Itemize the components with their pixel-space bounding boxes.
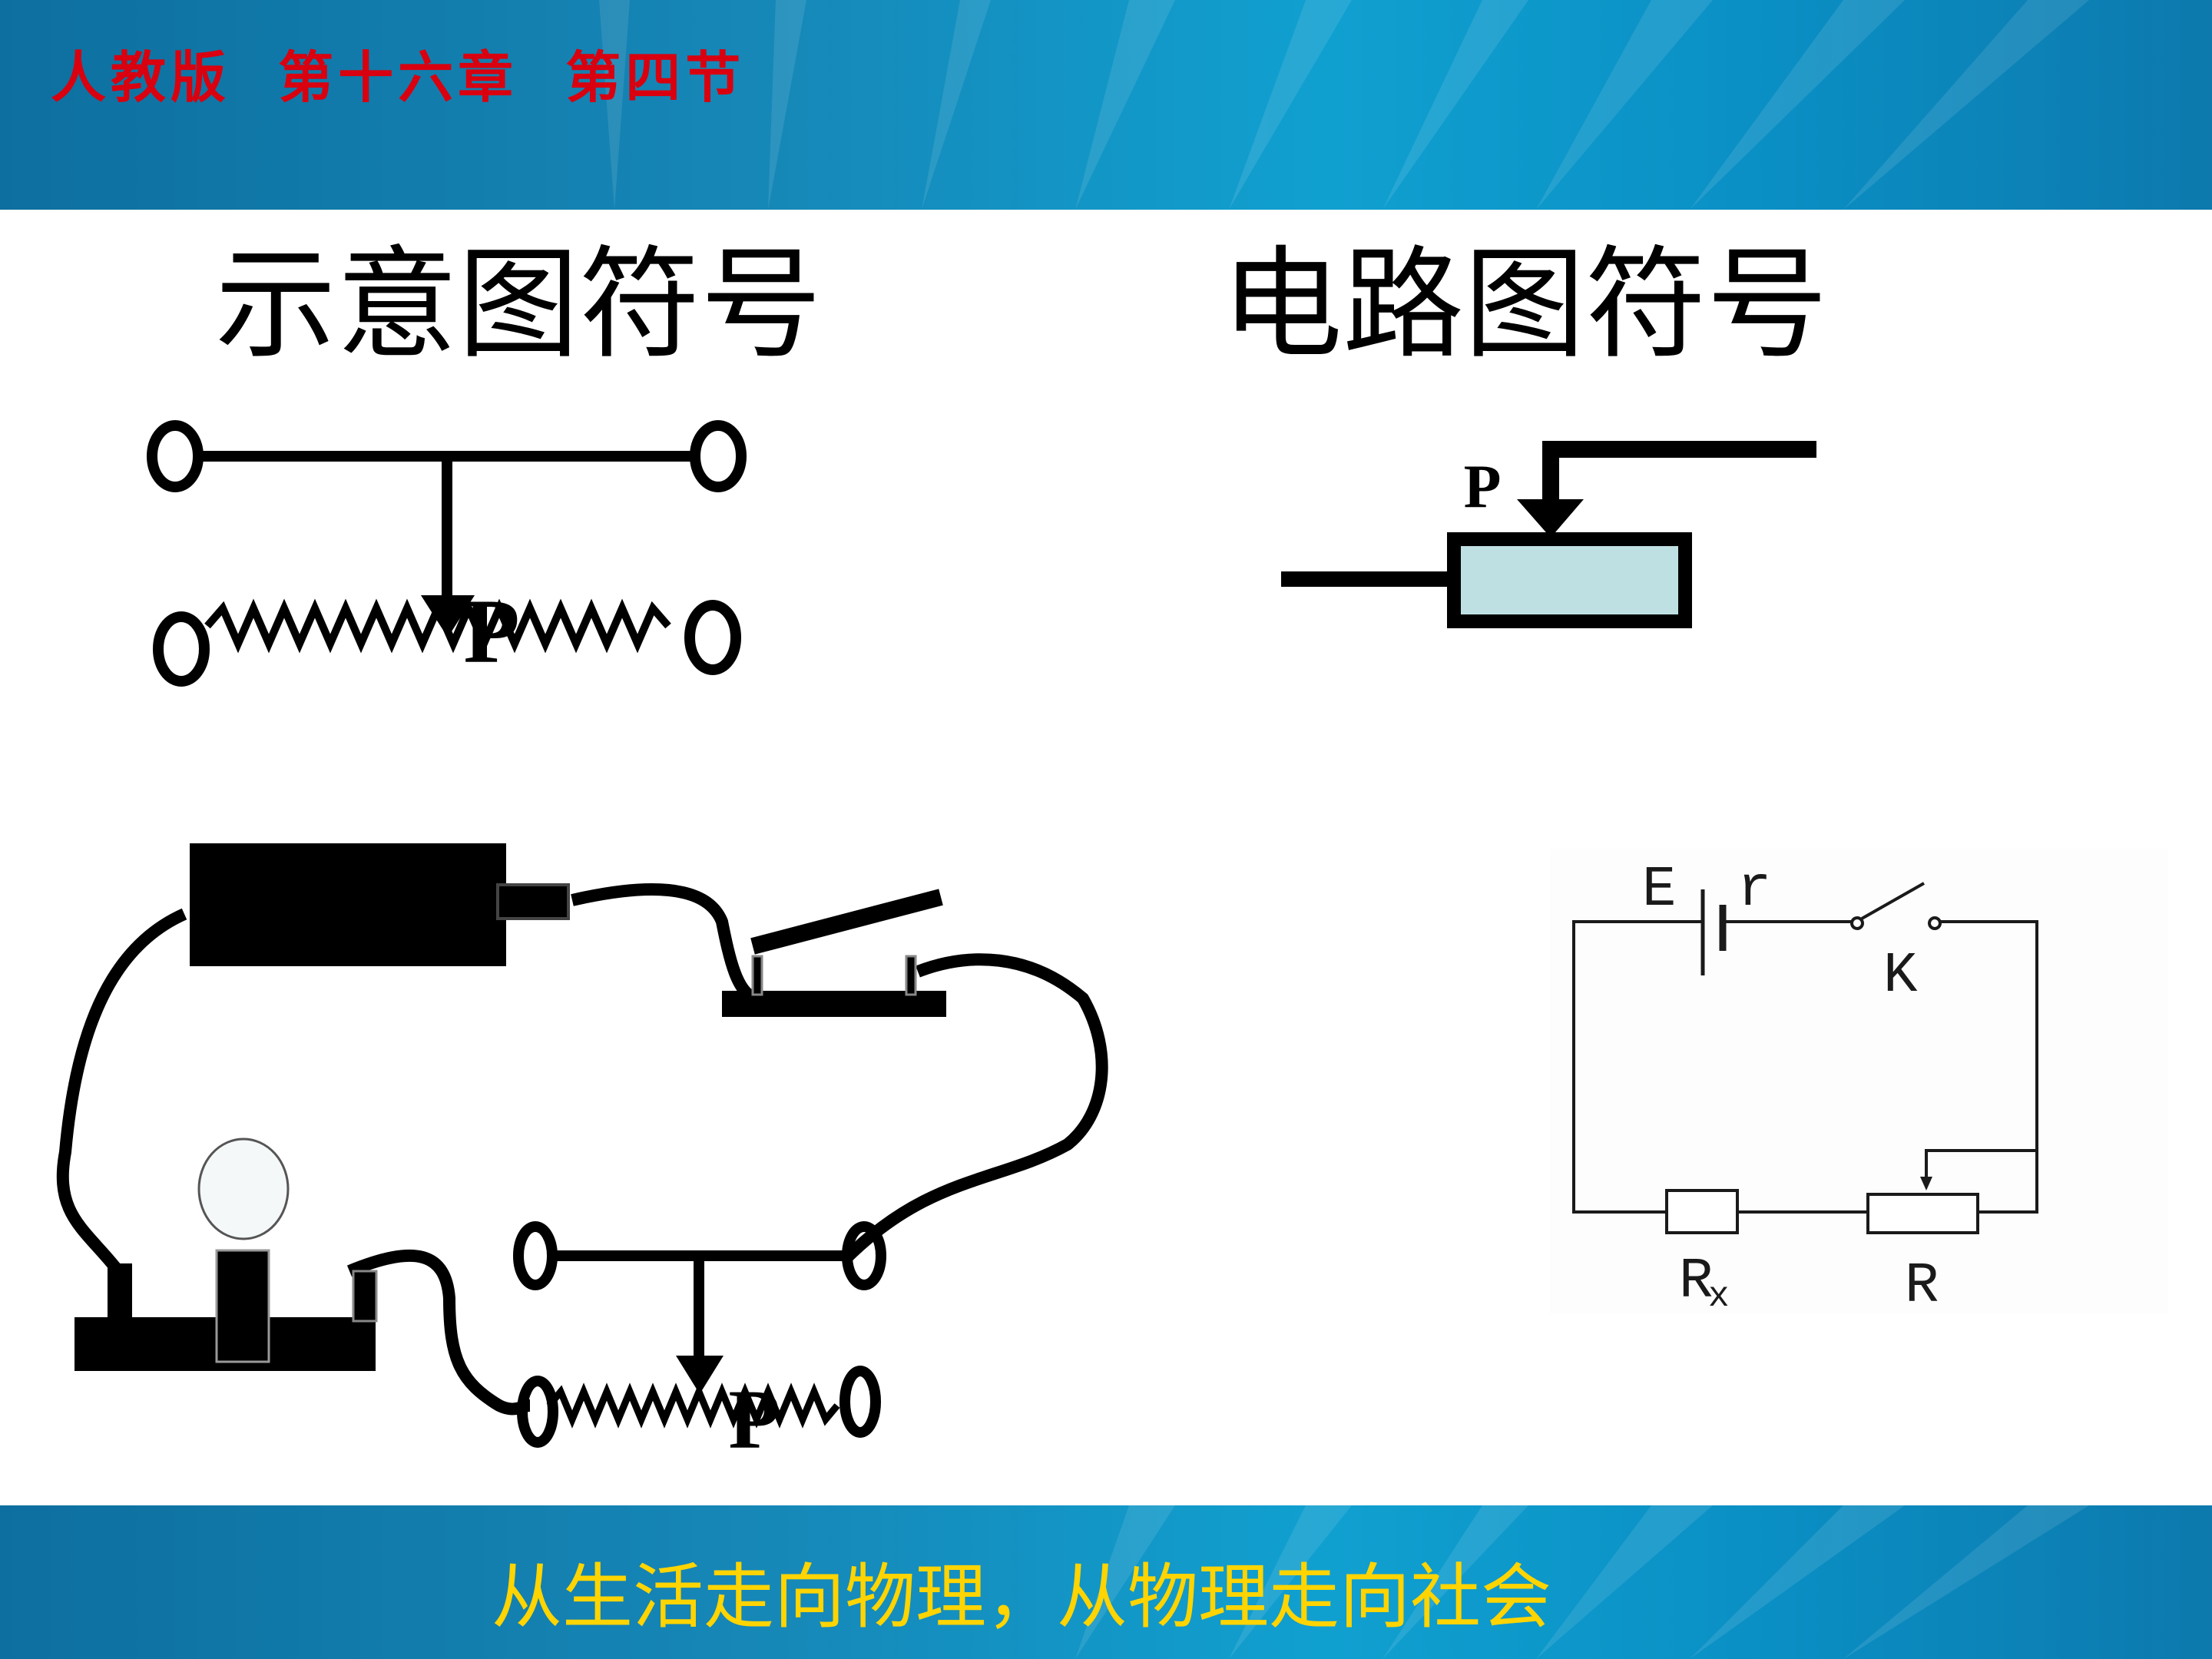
rheostat-slider-arrow	[1920, 1177, 1932, 1190]
rx-resistor	[1665, 1189, 1739, 1234]
wire-battery-to-lamp	[56, 908, 187, 1271]
switch-contact-right	[1928, 916, 1942, 930]
physical-circuit-setup	[56, 843, 1108, 1448]
circuit-slider-label: P	[1464, 453, 1502, 521]
header-banner: 人教版 第十六章 第四节	[0, 0, 2212, 210]
footer-rays-decoration	[1075, 1505, 2089, 1659]
header-rays-decoration	[599, 0, 2089, 210]
circuit-wire-right	[1940, 920, 2038, 1214]
r-label: R	[1905, 1254, 1939, 1319]
schematic-slider-arrowhead	[421, 595, 475, 637]
wire-lamp-to-rheostat	[346, 1249, 531, 1416]
schematic-rod-terminal-left	[147, 420, 204, 492]
schematic-rheostat	[147, 420, 747, 687]
circuit-wire-left	[1572, 920, 1703, 1214]
circuit-resistor-body	[1447, 532, 1692, 628]
demo-coil-terminal-right	[839, 1366, 881, 1438]
switch-blade	[750, 889, 943, 955]
footer-slogan: 从生活走向物理，从物理走向社会	[491, 1556, 1551, 1638]
r-rheostat-body	[1866, 1193, 1979, 1234]
switch-post-left	[751, 955, 763, 996]
lamp-socket	[215, 1249, 270, 1363]
wire-battery-to-switch	[571, 883, 759, 1005]
header-title: 人教版 第十六章 第四节	[51, 45, 746, 110]
schematic-symbol-title: 示意图符号	[215, 234, 822, 376]
emf-label: E	[1642, 858, 1676, 922]
circuit-symbol-title: 电路图符号	[1221, 234, 1828, 376]
rx-subscript: x	[1708, 1277, 1730, 1316]
rx-label: R	[1679, 1250, 1713, 1314]
demo-rod-terminal-right	[842, 1221, 886, 1290]
demo-rheostat-coil	[546, 1382, 840, 1429]
footer-banner	[0, 1505, 2212, 1659]
battery-terminal	[496, 883, 570, 920]
circuit-slider-arrowhead	[1517, 499, 1584, 538]
demo-coil-terminal-left	[517, 1376, 558, 1448]
lamp-post-left	[108, 1263, 132, 1321]
demo-rod-terminal-left	[513, 1221, 558, 1290]
demo-slider-arrowhead	[676, 1356, 724, 1394]
wire-switch-to-rheostat	[840, 953, 1108, 1264]
switch-label: K	[1883, 944, 1918, 1008]
internal-resistance-label: r	[1737, 858, 1771, 922]
switch-contact-left	[1850, 916, 1864, 930]
schematic-coil-terminal-left	[153, 611, 210, 687]
switch-lever	[1861, 882, 1925, 920]
circuit-rheostat	[1281, 441, 1816, 628]
lamp-bulb	[197, 1137, 290, 1240]
lamp-post-right	[352, 1270, 378, 1323]
rheostat-slider-wire	[1925, 1149, 2037, 1180]
switch-post-right	[905, 955, 917, 996]
demo-slider-label: P	[728, 1373, 780, 1466]
circuit-slider-wire	[1542, 441, 1816, 511]
schematic-slider-label: P	[463, 580, 519, 682]
battery-box	[190, 843, 506, 966]
schematic-rod-terminal-right	[690, 420, 747, 492]
circuit-schematic	[1572, 882, 2038, 1234]
schematic-coil-terminal-right	[684, 600, 741, 675]
